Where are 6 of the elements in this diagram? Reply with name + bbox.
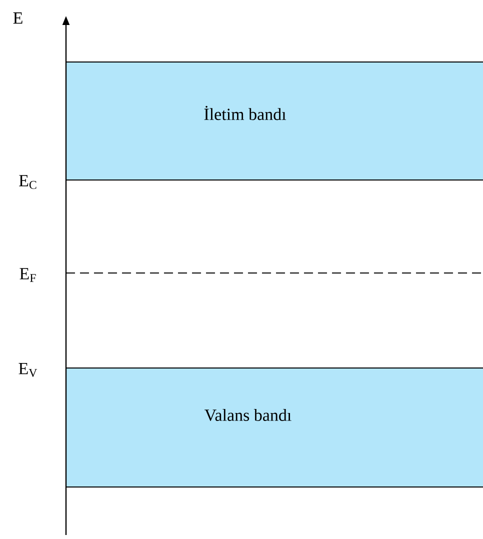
energy-band: İletim bandı [66,62,483,180]
axis-label: E$_{C}$ [19,175,36,189]
axis-label: E$_{F}$ [20,268,36,282]
axis-label: E [13,12,22,24]
axis-label: E$_{V}$ [18,363,38,377]
energy-band: Valans bandı [66,368,483,488]
